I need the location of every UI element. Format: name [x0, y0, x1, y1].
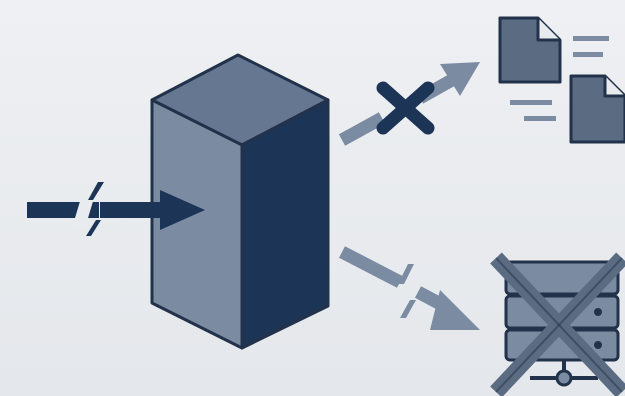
block-x-mark [376, 81, 435, 135]
server-block [150, 53, 330, 350]
outgoing-arrow-documents [338, 62, 480, 146]
incoming-arrow [27, 182, 205, 236]
database-server-icon [490, 252, 625, 396]
documents-icon [498, 16, 625, 144]
outgoing-arrow-database [339, 246, 480, 330]
cross-out-mark [490, 252, 625, 396]
